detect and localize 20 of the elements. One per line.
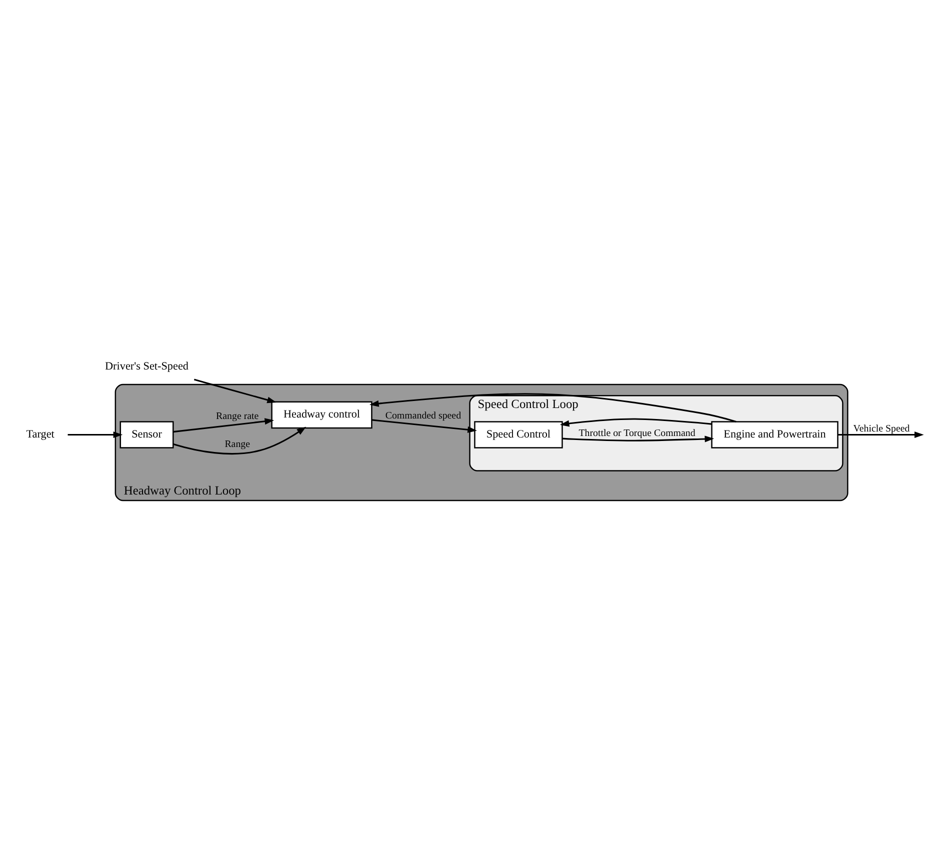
edge-label: Vehicle Speed (853, 424, 910, 435)
node-box: Sensor (120, 421, 174, 448)
node-text: Driver's Set-Speed (105, 360, 189, 372)
arrow (372, 419, 477, 433)
edge-label: Throttle or Torque Command (578, 428, 696, 439)
arrow (173, 418, 274, 433)
arrow (838, 432, 924, 438)
edge-label: Range rate (216, 411, 259, 422)
node-box: Engine and Powertrain (711, 421, 838, 448)
edge-label: Range (224, 439, 250, 450)
arrow (172, 426, 306, 455)
node-text: Target (26, 428, 54, 441)
arrow (68, 432, 123, 438)
arrow (194, 378, 277, 404)
arrow (369, 393, 736, 422)
edge-label: Commanded speed (385, 410, 462, 422)
node-box: Headway control (271, 401, 372, 429)
node-box: Speed Control (474, 421, 563, 448)
arrow (560, 418, 712, 427)
arrow (562, 436, 714, 442)
